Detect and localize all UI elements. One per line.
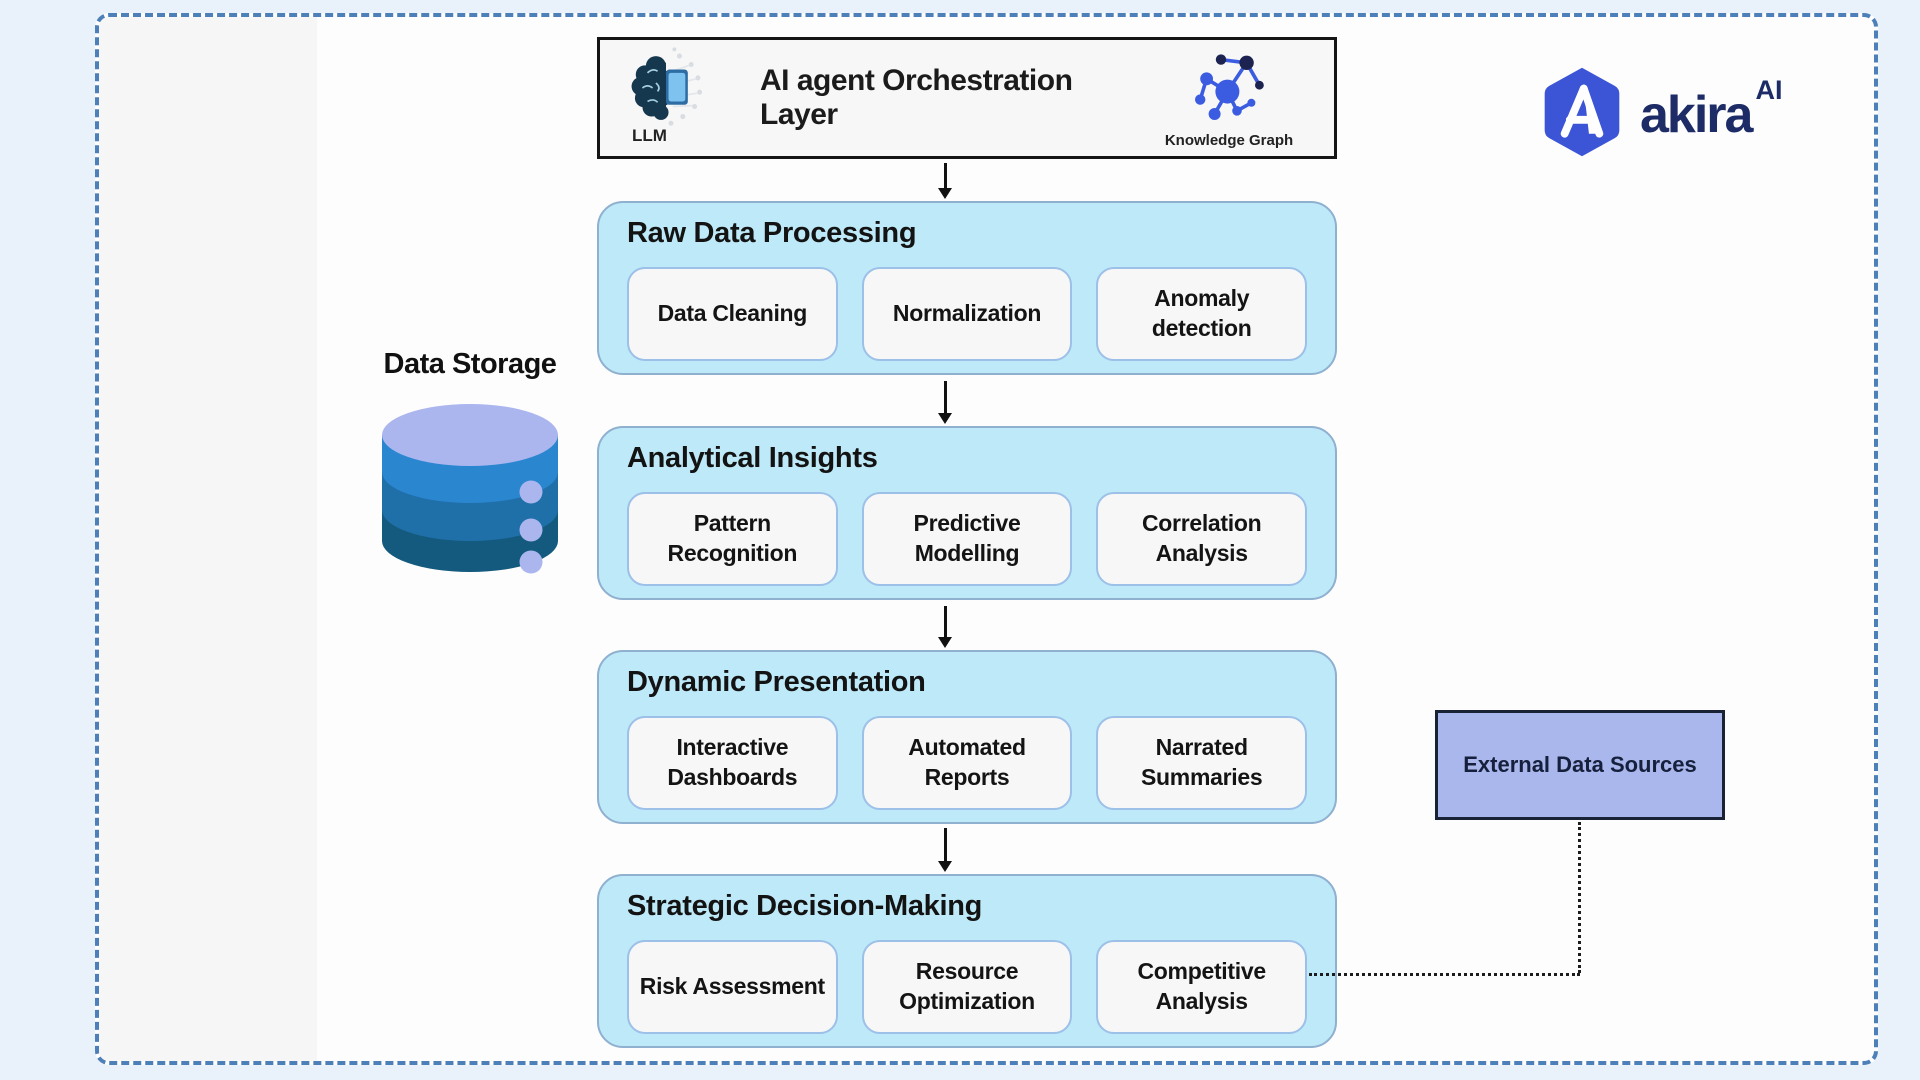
item-narrated-summaries: Narrated Summaries	[1096, 716, 1308, 810]
item-interactive-dashboards: Interactive Dashboards	[627, 716, 838, 810]
item-correlation-analysis: Correlation Analysis	[1096, 492, 1308, 586]
llm-brain-chip-icon	[618, 46, 728, 130]
knowledge-graph-label: Knowledge Graph	[1164, 132, 1294, 149]
section-title: Raw Data Processing	[627, 217, 917, 249]
data-storage-label: Data Storage	[383, 348, 557, 380]
akira-hexagon-icon	[1538, 66, 1626, 163]
llm-block: LLM	[618, 46, 728, 158]
item-data-cleaning: Data Cleaning	[627, 267, 838, 361]
knowledge-graph-icon	[1154, 50, 1304, 130]
akira-ai-superscript: AI	[1755, 75, 1783, 106]
external-data-sources-box: External Data Sources	[1435, 710, 1725, 820]
dotted-connector-horizontal	[1309, 973, 1580, 976]
item-risk-assessment: Risk Assessment	[627, 940, 838, 1034]
knowledge-graph-block: Knowledge Graph	[1154, 50, 1304, 158]
section-strategic-decision-making: Strategic Decision-Making Risk Assessmen…	[597, 874, 1337, 1048]
item-predictive-modelling: Predictive Modelling	[861, 492, 1073, 586]
item-pattern-recognition: Pattern Recognition	[627, 492, 838, 586]
dotted-connector-vertical	[1578, 822, 1581, 973]
item-normalization: Normalization	[861, 267, 1073, 361]
orchestration-title: AI agent Orchestration Layer	[760, 64, 1073, 131]
section-title: Dynamic Presentation	[627, 666, 926, 698]
item-automated-reports: Automated Reports	[861, 716, 1073, 810]
flow-arrow	[938, 163, 953, 199]
left-background-strip	[99, 17, 317, 1061]
flow-arrow	[938, 381, 953, 424]
orchestration-layer-box: LLM AI agent Orchestration Layer	[597, 37, 1337, 159]
item-competitive-analysis: Competitive Analysis	[1096, 940, 1308, 1034]
item-anomaly-detection: Anomaly detection	[1096, 267, 1308, 361]
database-icon	[379, 392, 561, 585]
section-title: Strategic Decision-Making	[627, 890, 983, 922]
section-raw-data-processing: Raw Data Processing Data Cleaning Normal…	[597, 201, 1337, 375]
item-resource-optimization: Resource Optimization	[861, 940, 1073, 1034]
section-dynamic-presentation: Dynamic Presentation Interactive Dashboa…	[597, 650, 1337, 824]
flow-arrow	[938, 606, 953, 648]
flow-arrow	[938, 828, 953, 872]
section-title: Analytical Insights	[627, 442, 878, 474]
external-data-sources-label: External Data Sources	[1463, 752, 1697, 777]
llm-label: LLM	[632, 126, 667, 145]
section-analytical-insights: Analytical Insights Pattern Recognition …	[597, 426, 1337, 600]
